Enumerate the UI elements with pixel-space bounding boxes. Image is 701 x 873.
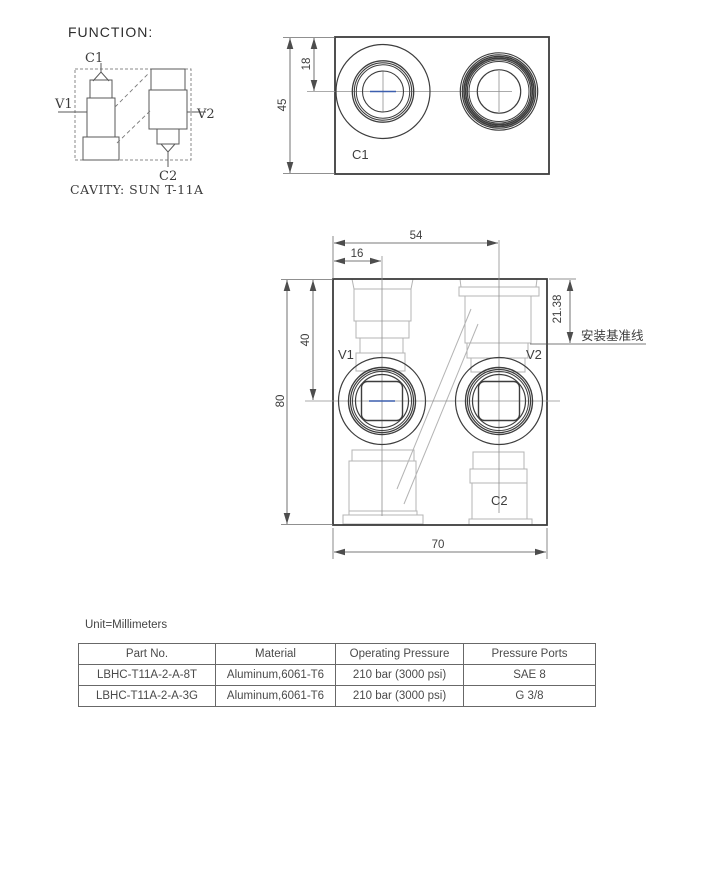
table-cell: SAE 8 [463,664,596,686]
table-cell: LBHC-T11A-2-A-3G [78,685,216,707]
col-header-pressure: Operating Pressure [335,643,464,665]
front-view-block [332,278,548,526]
schematic-boundary [74,68,192,161]
dim-54: 54 [332,230,498,279]
col-header-ports: Pressure Ports [463,643,596,665]
dim-70: 70 [332,528,548,559]
port-threaded-circles [459,52,539,131]
mounting-datum: 安装基准线 [530,328,646,345]
schematic-port-v1: V1 [54,97,73,112]
pilot-lines [114,72,151,144]
front-view-port-c2-label: C2 [491,493,508,508]
check-valve-left [82,63,120,161]
schematic-port-v2: V2 [196,107,215,122]
table-cell: Aluminum,6061-T6 [215,685,336,707]
table-cell: 210 bar (3000 psi) [335,685,464,707]
table-cell: LBHC-T11A-2-A-8T [78,664,216,686]
function-heading: FUNCTION: [68,24,154,40]
check-valve-right [148,68,188,167]
function-schematic: C1 V1 V2 C2 CAVITY: SUN T-11A [54,51,215,197]
port-v2-circles [454,356,544,446]
dim-text-45: 45 [277,99,289,112]
dim-text-54: 54 [410,230,423,242]
front-view-port-v2-label: V2 [526,347,542,362]
port-v1-circles [337,356,427,446]
spec-table: Part No. Material Operating Pressure Pre… [78,643,596,707]
dim-text-40: 40 [300,334,312,347]
front-view: 安装基准线 54 16 80 40 [275,230,646,559]
dim-16: 16 [334,248,381,265]
col-header-material: Material [215,643,336,665]
dim-45: 45 [277,37,335,174]
dim-text-70: 70 [432,539,445,551]
top-view-block [334,36,550,175]
cavity-label: CAVITY: SUN T-11A [70,182,204,197]
dim-40: 40 [300,280,317,400]
unit-note: Unit=Millimeters [85,619,168,631]
datum-label: 安装基准线 [581,328,644,343]
top-view-port-c1-label: C1 [352,147,369,162]
table-header-row: Part No. Material Operating Pressure Pre… [78,643,596,665]
table-cell: 210 bar (3000 psi) [335,664,464,686]
dim-text-16: 16 [351,248,364,260]
dim-80: 80 [275,279,333,525]
col-header-part-no: Part No. [78,643,216,665]
table-cell: Aluminum,6061-T6 [215,664,336,686]
table-cell: G 3/8 [463,685,596,707]
front-view-port-v1-label: V1 [338,347,354,362]
schematic-port-c1: C1 [85,51,103,66]
table-row: LBHC-T11A-2-A-8T Aluminum,6061-T6 210 ba… [78,664,596,686]
dim-text-80: 80 [275,395,287,408]
dim-21-38: 21.38 [549,278,576,343]
dim-18: 18 [301,38,318,91]
table-row: LBHC-T11A-2-A-3G Aluminum,6061-T6 210 ba… [78,685,596,707]
port-c1-circles [335,43,431,140]
top-view: 45 18 C1 [277,36,550,175]
cartridge-profiles [342,278,540,526]
schematic-port-c2: C2 [159,169,177,184]
dim-text-18: 18 [301,58,313,71]
dim-text-21-38: 21.38 [552,295,564,324]
